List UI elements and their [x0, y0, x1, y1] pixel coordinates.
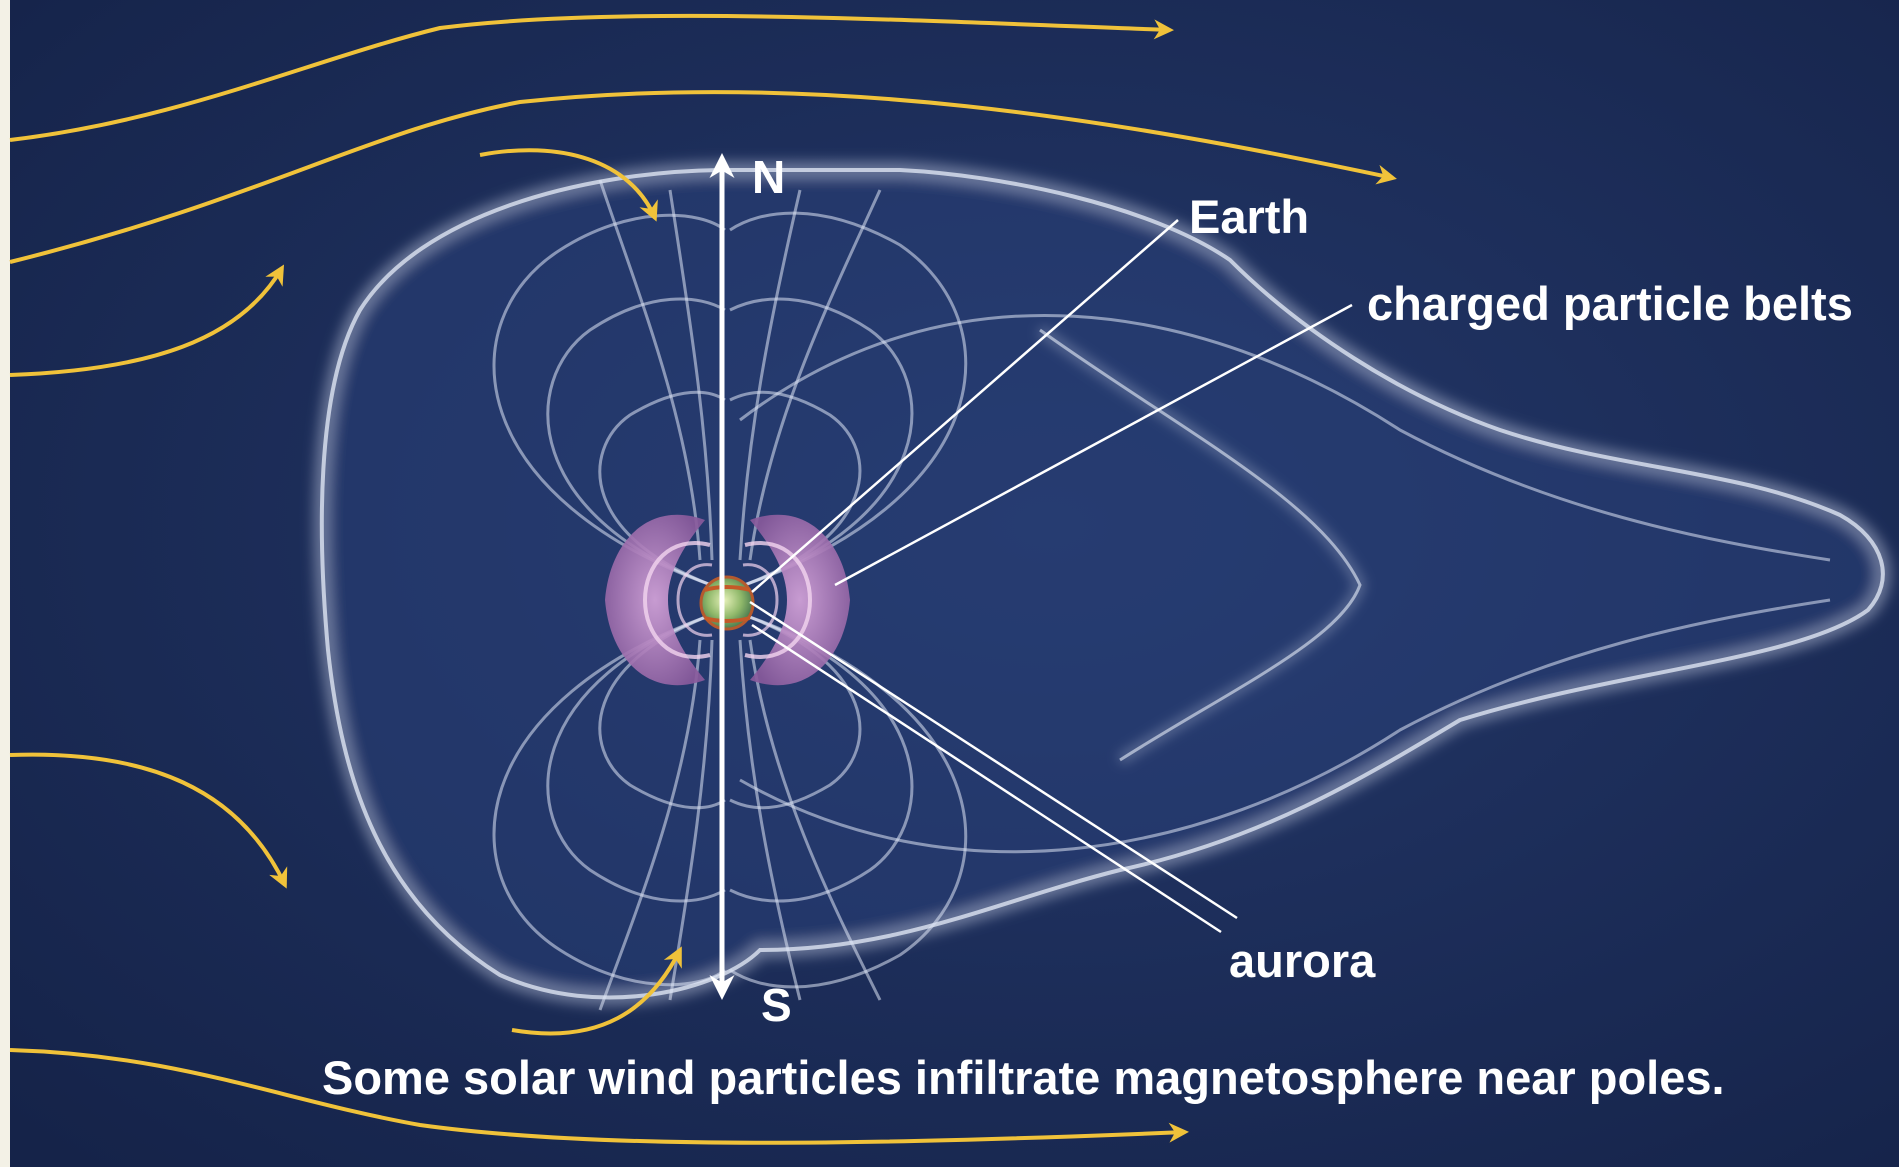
- solar-wind-stream-upper: [9, 90, 1397, 264]
- north-pole-label: N: [752, 151, 786, 203]
- solar-wind-stream-cusp-south: [511, 946, 682, 1036]
- south-pole-label: S: [761, 979, 792, 1031]
- particle-belts-label: charged particle belts: [1367, 277, 1853, 330]
- aurora-leader-line-upper: [749, 600, 1238, 920]
- magnetosphere-boundary: [312, 161, 1892, 1007]
- earth-globe: [699, 575, 755, 631]
- solar-wind-stream-left-lower: [9, 752, 288, 889]
- earth-leader-line: [751, 219, 1179, 593]
- aurora-leader-line-lower: [751, 623, 1222, 934]
- solar-wind-streams: [9, 13, 1397, 1145]
- leader-lines: [749, 219, 1353, 934]
- solar-wind-stream-bottom: [9, 1048, 1189, 1145]
- earth-label: Earth: [1189, 190, 1310, 243]
- solar-wind-stream-cusp-north: [479, 148, 658, 222]
- solar-wind-stream-top: [9, 13, 1174, 142]
- field-lines: [492, 179, 1831, 1011]
- charged-particle-belts: [605, 514, 850, 686]
- aurora-label: aurora: [1229, 934, 1376, 987]
- belts-leader-line: [834, 303, 1353, 587]
- solar-wind-stream-left-upper: [9, 264, 285, 377]
- diagram-caption: Some solar wind particles infiltrate mag…: [322, 1051, 1725, 1104]
